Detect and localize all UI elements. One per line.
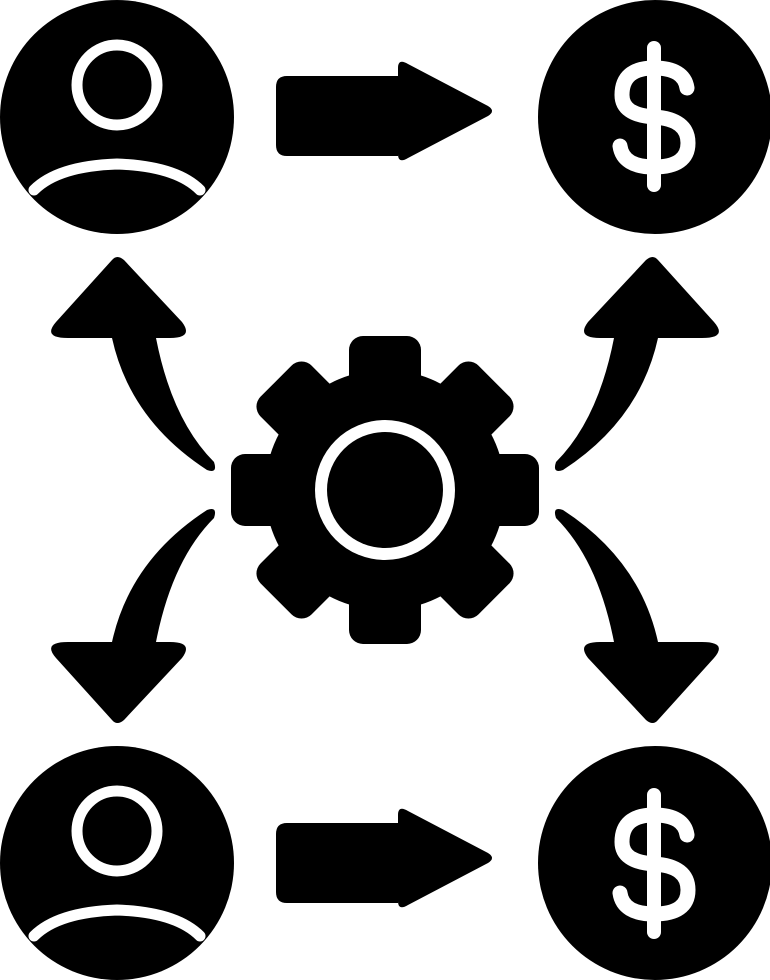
user-avatar-icon-top-left — [0, 0, 234, 234]
curved-arrow-shape — [554, 509, 719, 723]
dollar-coin-icon-top-right — [538, 0, 770, 234]
curved-arrow-icon-down-right — [554, 509, 719, 723]
user-shoulders-line — [28, 904, 206, 942]
curved-arrow-shape — [51, 509, 216, 723]
gear-hub-core — [327, 432, 443, 548]
user-shoulders-line — [28, 158, 206, 196]
right-arrow-icon-top — [276, 61, 492, 161]
curved-arrow-shape — [554, 257, 719, 471]
curved-arrow-icon-up-left — [51, 257, 216, 471]
dollar-s-curve — [612, 60, 696, 175]
user-avatar-circle — [0, 746, 234, 980]
curved-arrow-icon-down-left — [51, 509, 216, 723]
gear-teeth — [231, 336, 539, 644]
right-arrow-icon-bottom — [276, 808, 492, 908]
right-arrow-shape — [276, 61, 492, 161]
dollar-coin-icon-bottom-right — [538, 746, 770, 980]
dollar-s-curve — [612, 807, 696, 922]
user-avatar-circle — [0, 0, 234, 234]
curved-arrow-shape — [51, 257, 216, 471]
user-avatar-icon-bottom-left — [0, 746, 234, 980]
user-head-ring — [71, 785, 163, 877]
right-arrow-shape — [276, 808, 492, 908]
gear-icon — [231, 336, 539, 644]
curved-arrow-icon-up-right — [554, 257, 719, 471]
user-head-ring — [71, 39, 163, 131]
